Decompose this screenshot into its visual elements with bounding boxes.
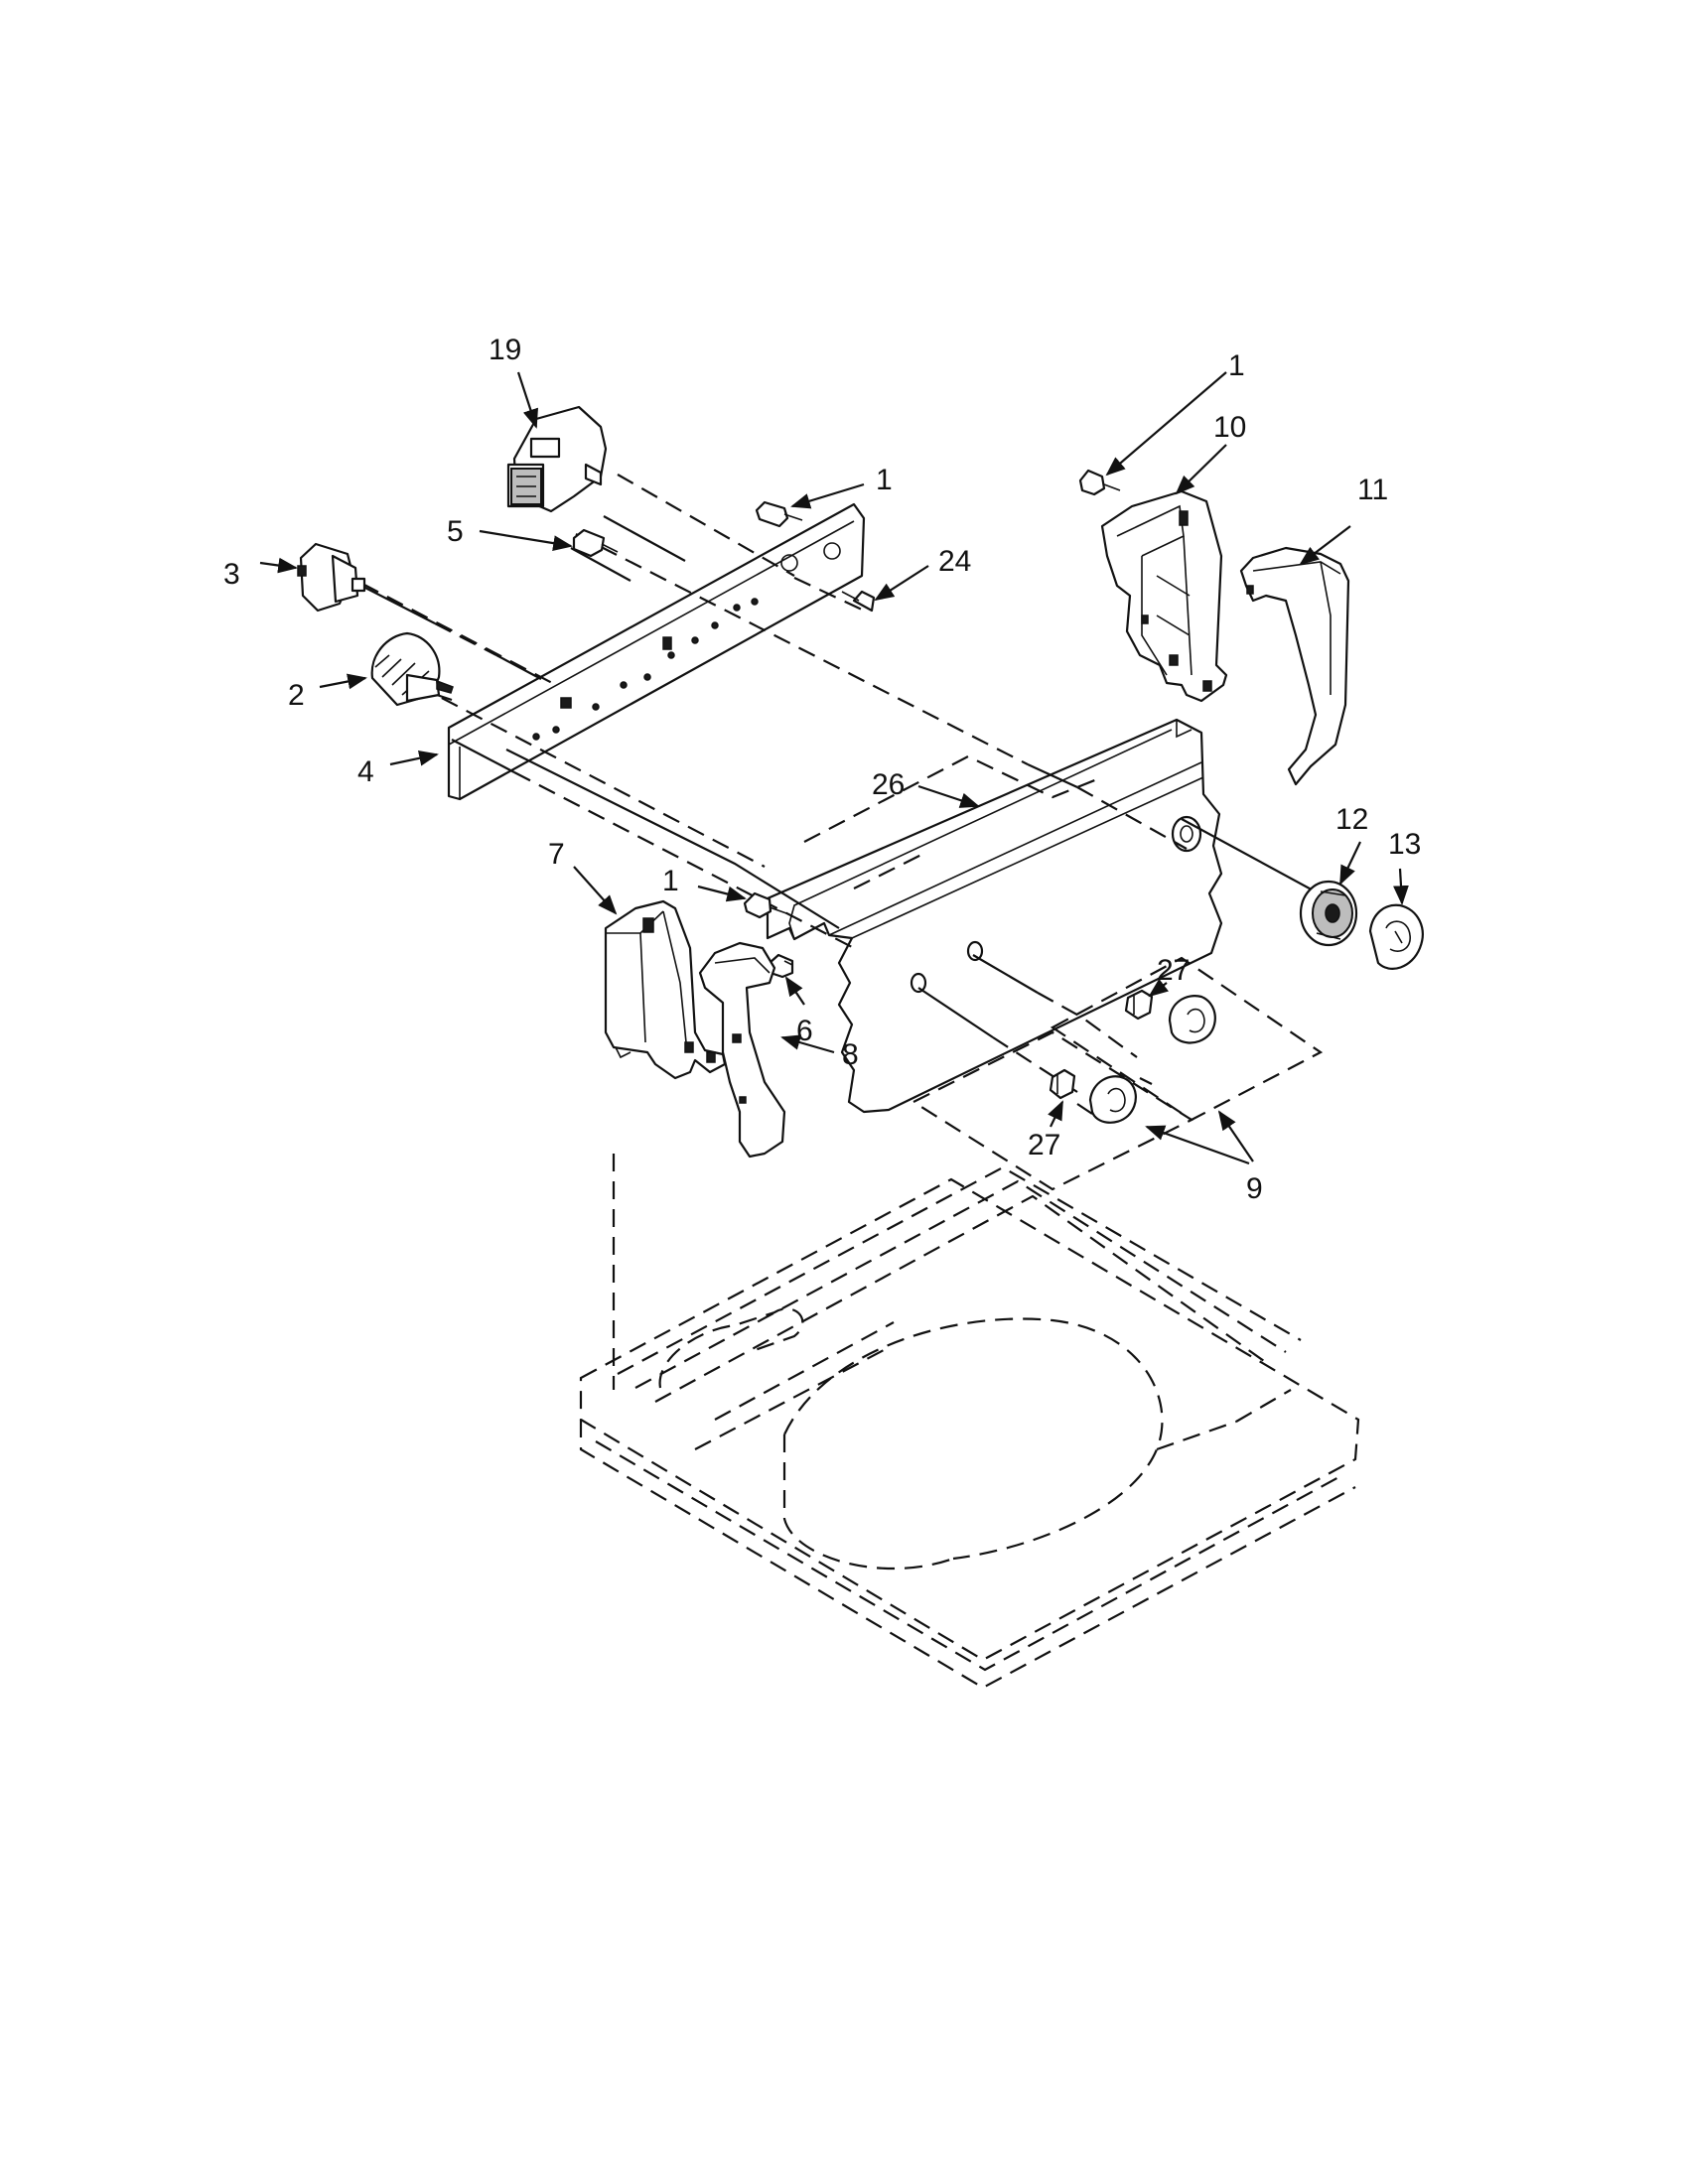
callout-6: 6 [796,1015,813,1047]
callout-1-right: 1 [1228,349,1245,382]
callout-19: 19 [489,334,521,366]
end-cap-left [604,899,727,1080]
callout-27-upper: 27 [1157,954,1190,987]
console-panel [766,718,1223,1114]
callout-27-lower: 27 [1028,1129,1060,1161]
callout-1-left: 1 [662,865,679,897]
callout-10: 10 [1213,411,1246,444]
selector-switch [370,631,454,707]
screw-1b [1078,469,1121,496]
callout-4: 4 [357,755,374,788]
screw-24 [841,590,876,613]
callout-1-top: 1 [876,464,893,496]
callout-8: 8 [842,1038,859,1071]
callout-26: 26 [872,768,905,801]
screw-1a [755,500,803,528]
assembly-lines [356,474,1320,1115]
callout-13: 13 [1388,828,1421,861]
knob-group-boxes [911,956,1324,1191]
knob-27-upper [1124,989,1216,1044]
panel-holes [532,598,759,741]
callout-9: 9 [1246,1172,1263,1205]
timer-assembly [506,405,608,513]
knob-skirt [1299,880,1358,947]
callout-12: 12 [1335,803,1368,836]
callout-24: 24 [938,545,971,578]
trim-left [698,941,786,1159]
switch-assembly [297,542,366,613]
callout-leaders [259,371,1409,1165]
callout-2: 2 [288,679,305,712]
trim-right [1239,546,1350,786]
end-cap-right [1100,489,1228,703]
callout-11: 11 [1357,474,1388,506]
callout-5: 5 [447,515,464,548]
screw-1c [743,891,787,919]
callout-3: 3 [223,558,240,591]
knob-27-lower [1049,1068,1137,1124]
callout-labels: 19 1 5 3 2 4 24 1 10 11 26 7 1 6 8 12 13… [223,334,1421,1205]
callout-7: 7 [548,838,565,871]
screw-5 [572,528,619,558]
top-panel-outline [579,1165,1360,1690]
knob-dial [1368,903,1424,970]
control-panel-strip [447,502,866,801]
